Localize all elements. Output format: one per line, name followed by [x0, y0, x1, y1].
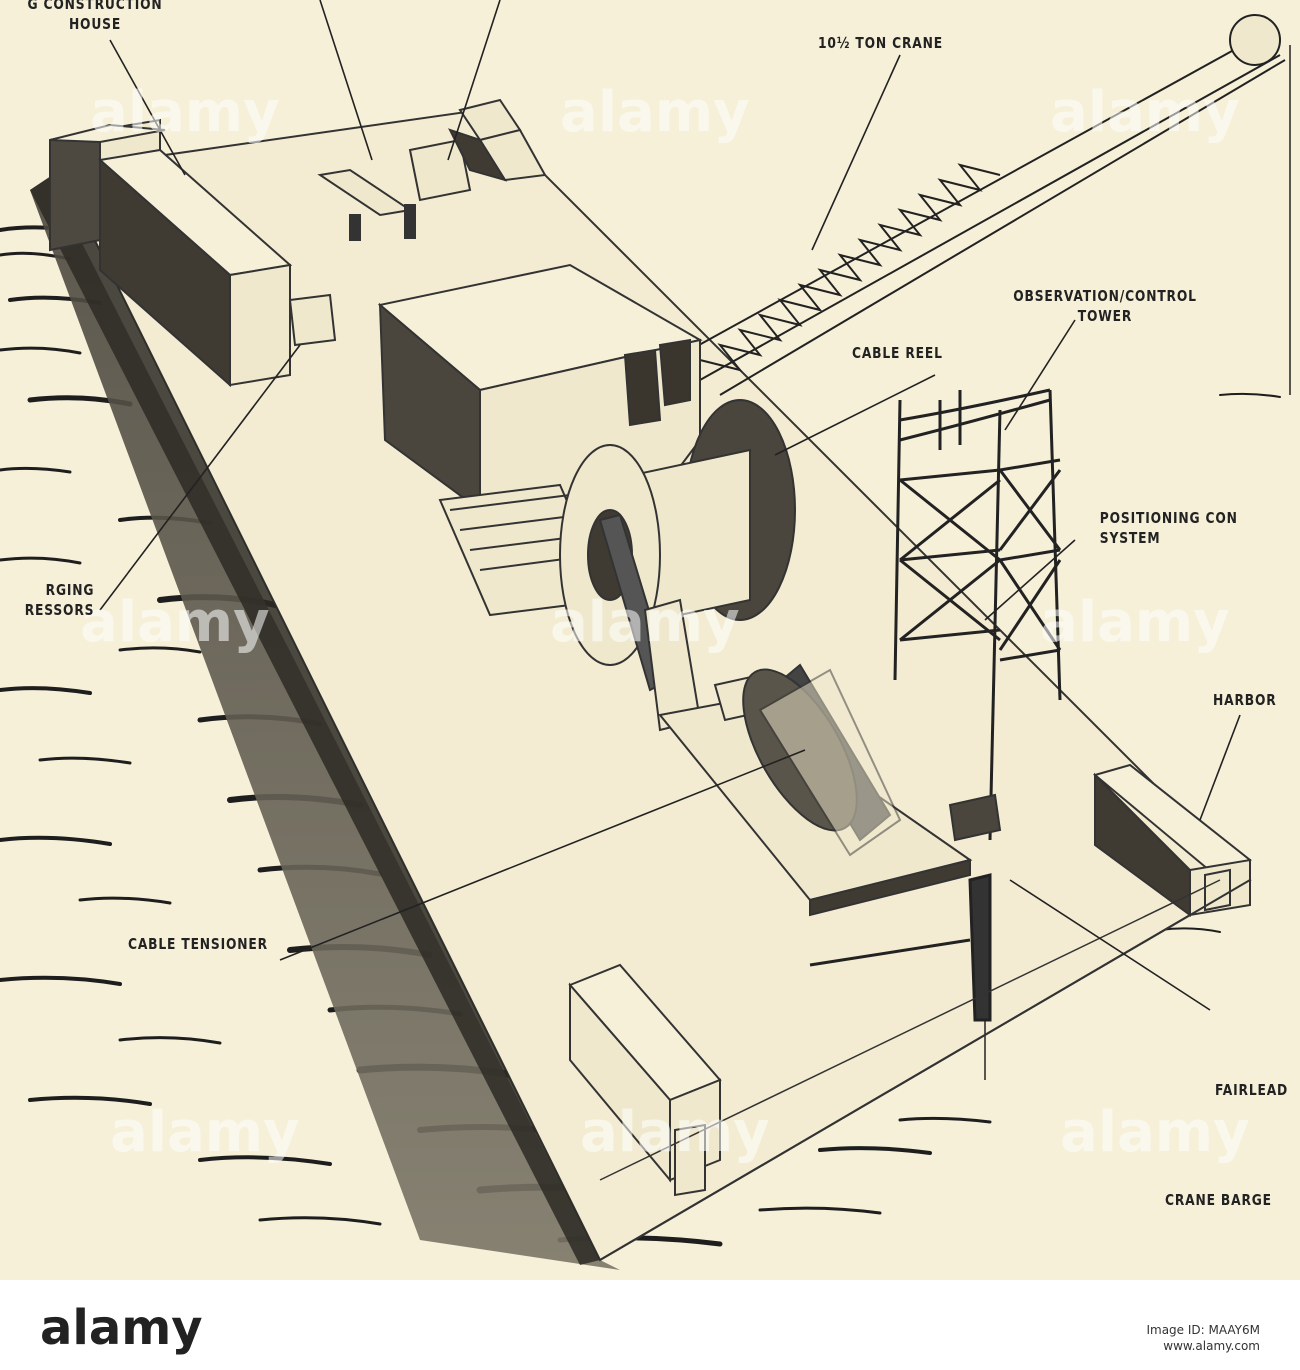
label-construction-house: G CONSTRUCTION HOUSE	[27, 0, 163, 33]
leader-lines	[99, 0, 1241, 1011]
label-cable-tensioner: CABLE TENSIONER	[128, 935, 268, 953]
watermark: alamy	[110, 1100, 300, 1165]
label-crane-barge: CRANE BARGE	[1165, 1191, 1272, 1209]
label-crane: 10½ TON CRANE	[818, 34, 943, 52]
stock-footer: alamy Image ID: MAAY6M www.alamy.com	[0, 1280, 1300, 1370]
watermark: alamy	[90, 80, 280, 145]
crane-boom	[689, 14, 1291, 396]
label-observation-tower: OBSERVATION/CONTROL TOWER	[1013, 287, 1197, 325]
watermark: alamy	[1060, 1100, 1250, 1165]
label-compressors: RGING RESSORS	[24, 581, 95, 619]
alamy-logo: alamy	[40, 1300, 203, 1356]
svg-text:alamy: alamy	[40, 1300, 203, 1356]
label-positioning-control: POSITIONING CON SYSTEM	[1099, 509, 1238, 547]
fairlead	[809, 873, 992, 1080]
harbor-unit	[1092, 763, 1252, 917]
label-fairlead: FAIRLEAD	[1215, 1081, 1289, 1099]
site-url: www.alamy.com	[1163, 1339, 1260, 1353]
watermark: alamy	[1050, 80, 1240, 145]
watermark: alamy	[580, 1100, 770, 1165]
label-cable-reel: CABLE REEL	[852, 344, 943, 362]
diagram-figure: alamy alamy alamy alamy alamy alamy alam…	[0, 0, 1300, 1280]
construction-house	[49, 118, 337, 388]
crane-barge-block	[568, 963, 722, 1197]
barge-illustration	[0, 0, 1291, 1270]
image-id: Image ID: MAAY6M	[1146, 1323, 1260, 1337]
deck-equipment-top	[317, 98, 547, 241]
label-harbor: HARBOR	[1213, 691, 1277, 709]
image-id-block: Image ID: MAAY6M www.alamy.com	[1146, 1322, 1260, 1354]
cable-reel	[559, 399, 796, 732]
watermark: alamy	[550, 590, 740, 655]
watermark: alamy	[560, 80, 750, 145]
cable-tensioner	[658, 663, 973, 917]
watermark: alamy	[80, 590, 270, 655]
watermark: alamy	[1040, 590, 1230, 655]
observation-tower	[893, 388, 1062, 842]
